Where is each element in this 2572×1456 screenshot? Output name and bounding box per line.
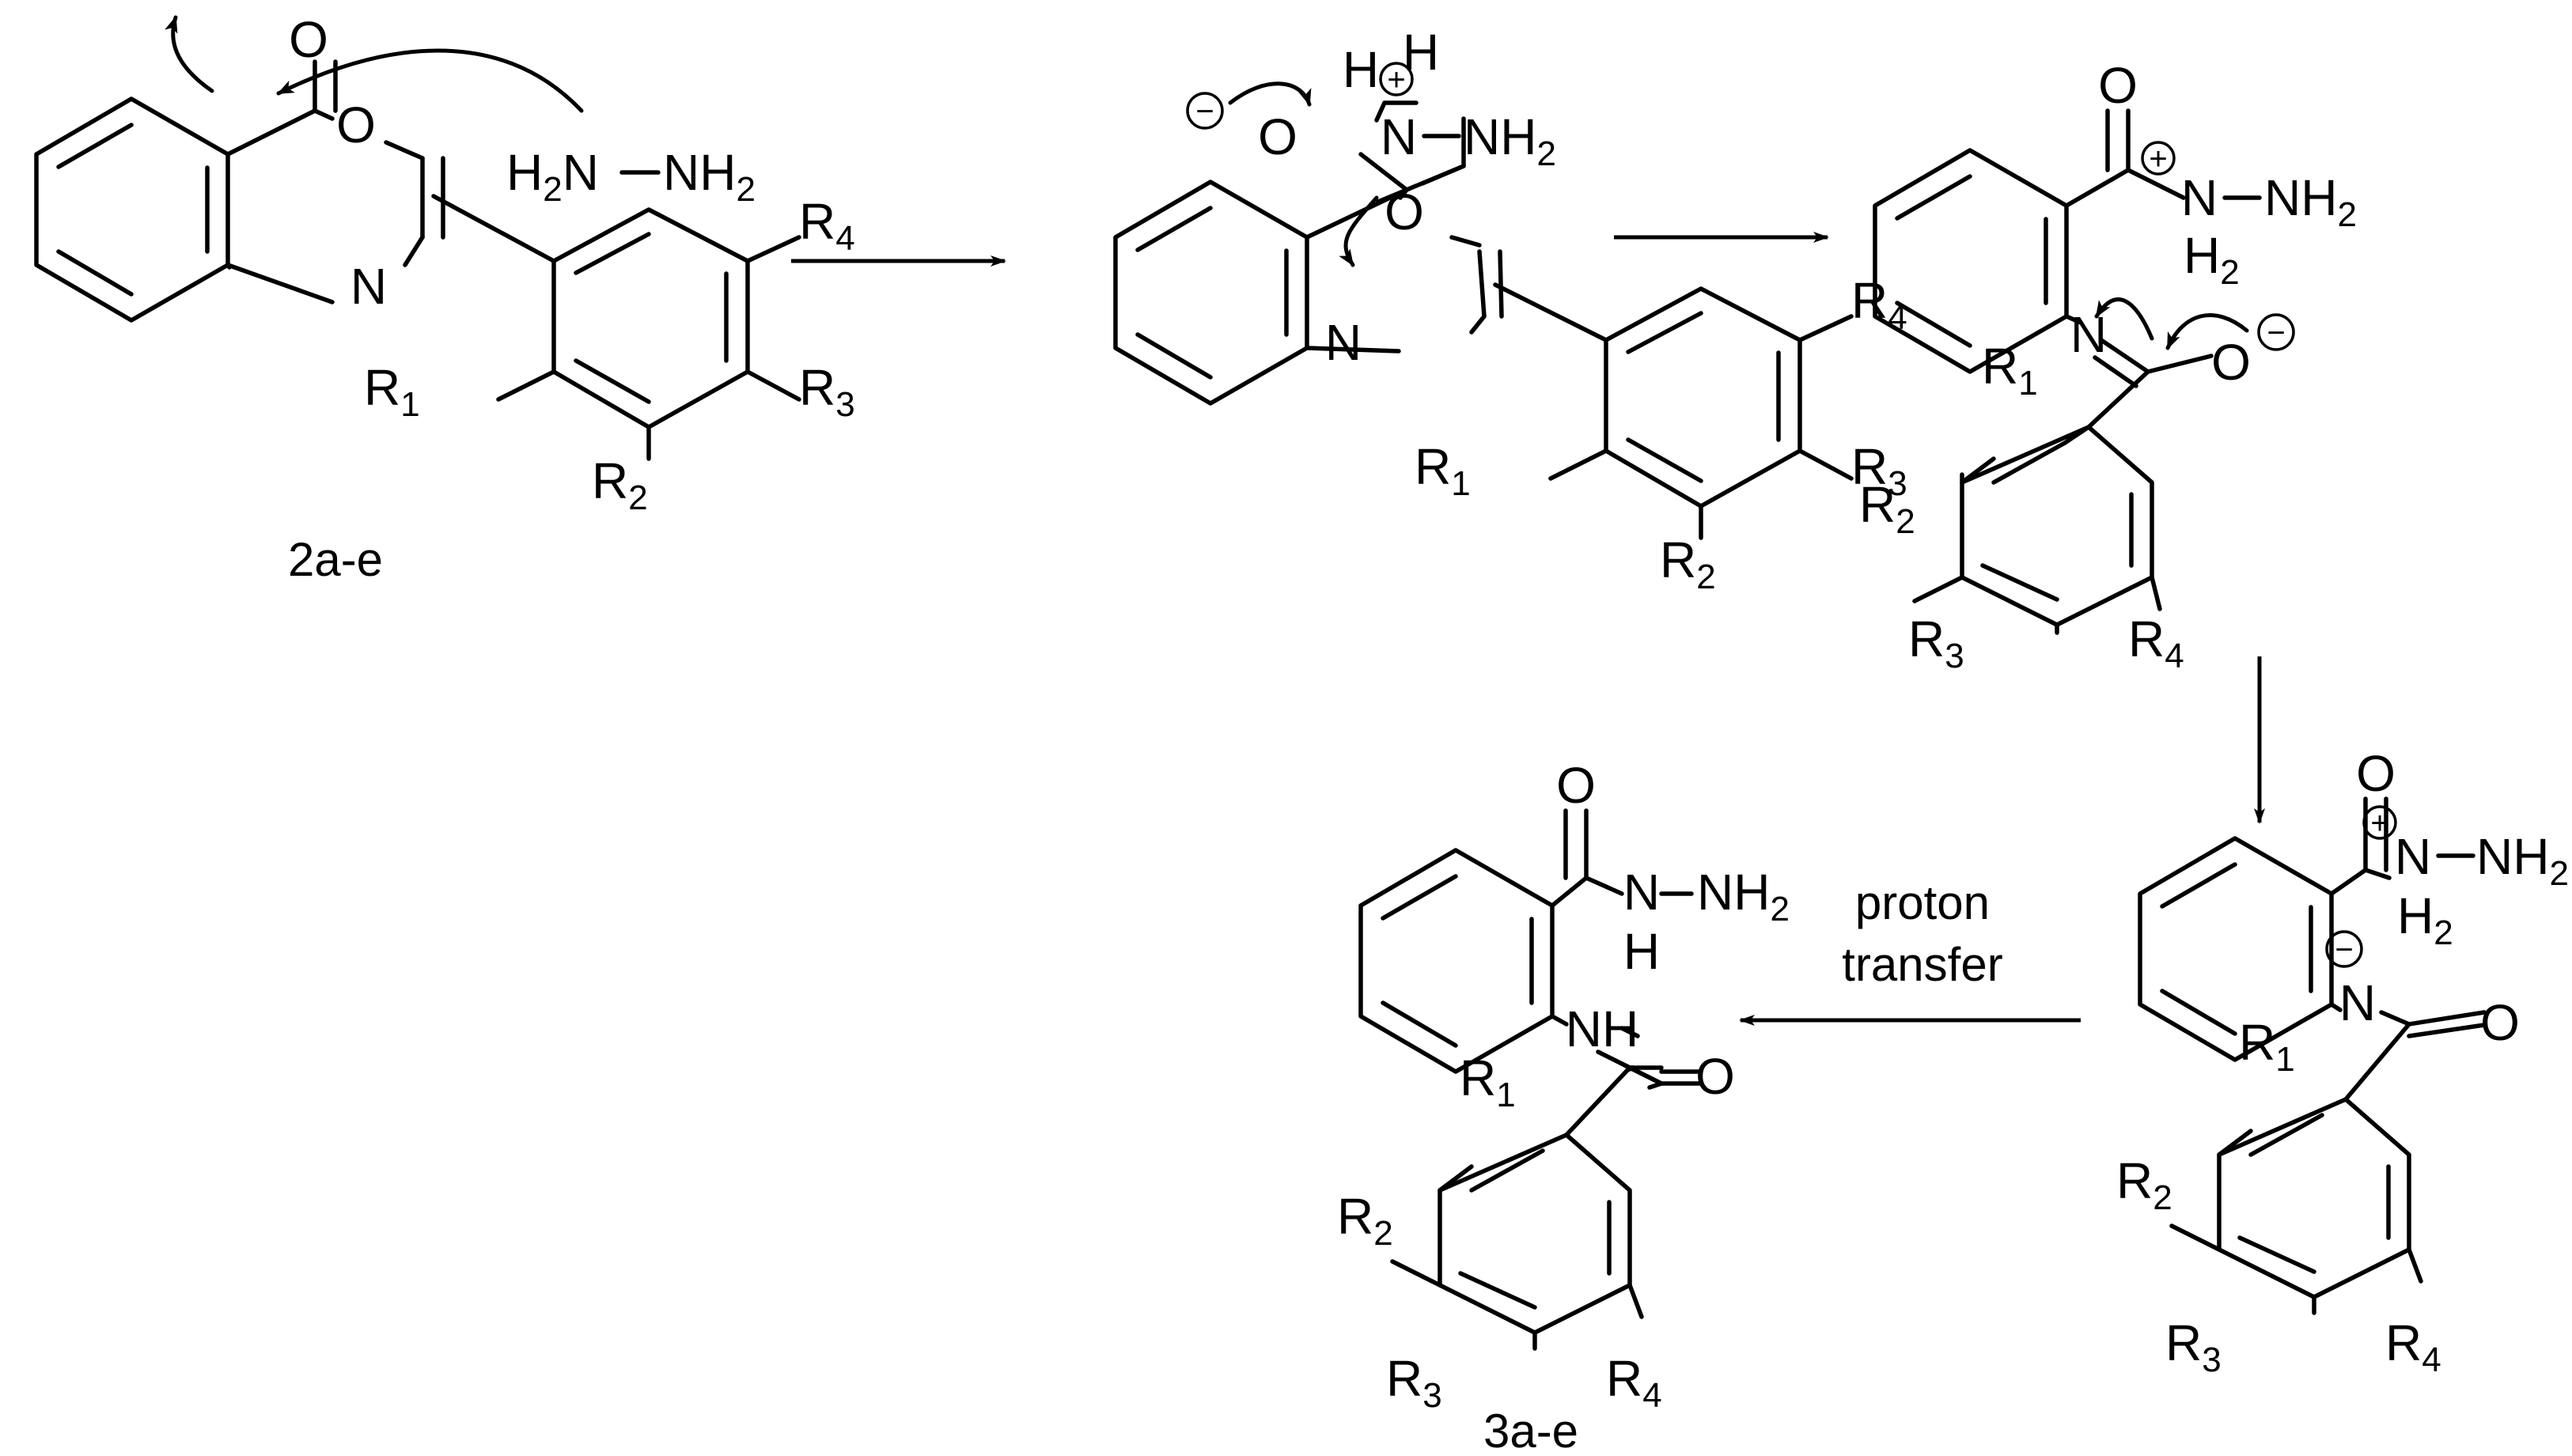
- substituent-r2-2: R2: [1660, 531, 1716, 596]
- imine-nitrogen: N: [2070, 306, 2107, 363]
- ring-nitrogen-2: N: [1325, 314, 1362, 371]
- substituent-r3: R3: [799, 359, 855, 424]
- ring-nitrogen: N: [350, 258, 387, 315]
- carbonyl-oxygen: O: [289, 11, 328, 68]
- carbonyl-oxygen-3: O: [2098, 57, 2138, 114]
- substituent-r2-5: R2: [1337, 1188, 1393, 1253]
- negative-charge-3: −: [2267, 316, 2285, 350]
- compound-3a-e: O N H NH2 NH O R1 R2 R3 R4 3a-e: [1337, 757, 1790, 1456]
- ring-oxygen: O: [336, 96, 376, 153]
- intermediate-bonds: [1113, 100, 1854, 540]
- tetrahedral-intermediate: O O N H H N NH2 + − R4 R3 R2 R1: [1113, 24, 1907, 596]
- hydrazine-h-left: H: [1343, 41, 1379, 98]
- substituent-r1-4: R1: [2239, 1014, 2295, 1079]
- substituent-r4-3: R4: [2128, 611, 2184, 675]
- substituent-r4: R4: [799, 193, 855, 258]
- ring-opened-intermediate: O N NH2 H2 + N O − R1 R2 R3 R4: [1859, 57, 2357, 675]
- curly-arrow-nucleophilic-attack: [276, 48, 584, 113]
- compound-label-3a-e: 3a-e: [1483, 1405, 1578, 1456]
- condition-line-2: transfer: [1842, 938, 2002, 991]
- hydrazide-h: H: [1623, 923, 1660, 980]
- positive-charge-3: +: [2149, 142, 2167, 176]
- carbonyl-oxygen-4: O: [2356, 745, 2396, 802]
- reagent-hydrazine: H2N NH2: [506, 144, 756, 209]
- substituent-r2-4: R2: [2116, 1152, 2172, 1217]
- hydrazinium-nitrogen: N: [2181, 169, 2218, 226]
- substituent-r1: R1: [364, 359, 420, 424]
- substituent-r3-5: R3: [1386, 1350, 1442, 1415]
- hydrazinium-nh2-4: NH2: [2476, 828, 2569, 893]
- carbonyl-oxygen-5: O: [1556, 757, 1596, 814]
- negative-charge-circle: [1186, 92, 1224, 130]
- product-bonds: [1358, 808, 1702, 1351]
- amide-nitrogen-anion: N: [2339, 974, 2376, 1031]
- substituent-r1-2: R1: [1415, 438, 1471, 503]
- amide-anion-bonds: [2138, 796, 2487, 1315]
- amide-anion-intermediate: O N NH2 H2 + N − O R1 R2 R3 R4: [2116, 745, 2569, 1379]
- substituent-r1-5: R1: [1460, 1049, 1516, 1114]
- hydrazine-right-nh2: NH2: [663, 144, 756, 209]
- positive-charge: +: [1387, 62, 1405, 97]
- amide-oxygen-4: O: [2480, 994, 2520, 1051]
- substituent-r3-2: R3: [1851, 438, 1907, 503]
- hydrazinium-nh2: NH2: [2264, 169, 2357, 234]
- positive-charge-circle: [1379, 62, 1414, 96]
- positive-charge-circle-4: [2362, 805, 2397, 840]
- curly-arrow-ring-opening: [1339, 195, 1379, 267]
- hydrazide-nitrogen: N: [1623, 864, 1660, 921]
- substituent-r3-4: R3: [2165, 1314, 2222, 1379]
- substituent-r4-4: R4: [2385, 1314, 2441, 1379]
- substituent-r1-3: R1: [1982, 338, 2038, 403]
- substituent-r3-3: R3: [1908, 611, 1964, 675]
- hydrazine-left-nh2: H2N: [506, 144, 599, 209]
- negative-charge-circle-3: [2257, 313, 2295, 351]
- amide-oxygen-5: O: [1695, 1048, 1735, 1105]
- alkoxide-oxygen-3: O: [2211, 334, 2251, 391]
- substituent-r2: R2: [592, 452, 648, 517]
- substituent-r4-5: R4: [1606, 1350, 1662, 1415]
- curly-arrow-imine-to-nitrogen: [2094, 297, 2154, 341]
- hydrazinium-h2: H2: [2184, 227, 2240, 292]
- terminal-nh2: NH2: [1464, 108, 1556, 173]
- ring-oxygen-2: O: [1384, 183, 1424, 240]
- compound-label-2a-e: 2a-e: [288, 533, 383, 586]
- curly-arrow-alkoxide-to-imine: [2165, 313, 2249, 350]
- negative-charge-circle-4: [2325, 930, 2363, 968]
- substituent-r2-3: R2: [1859, 476, 1915, 541]
- amide-nh: NH: [1566, 1000, 1638, 1057]
- hydrazinium-h2-4: H2: [2397, 887, 2453, 952]
- hydrazinium-nitrogen-4: N: [2395, 828, 2431, 885]
- compound-2a-e: O O N R4 R3 R2 R1 2a-e: [34, 11, 855, 586]
- hydrazine-h-top: H: [1403, 24, 1439, 81]
- negative-charge-4: −: [2335, 932, 2353, 967]
- negative-charge: −: [1195, 94, 1214, 129]
- benzoxazinone-bonds: [34, 59, 801, 461]
- alkoxide-oxygen: O: [1258, 108, 1297, 165]
- ring-opened-bonds: [1873, 108, 2214, 635]
- condition-line-1: proton: [1855, 876, 1990, 929]
- curly-arrow-alkoxide-reform: [1228, 81, 1312, 107]
- positive-charge-circle-3: [2141, 141, 2176, 176]
- curly-arrow-carbonyl-to-oxygen: [165, 15, 214, 93]
- ammonium-nitrogen: N: [1381, 108, 1417, 165]
- hydrazide-nh2: NH2: [1697, 864, 1790, 928]
- positive-charge-4: +: [2370, 806, 2388, 841]
